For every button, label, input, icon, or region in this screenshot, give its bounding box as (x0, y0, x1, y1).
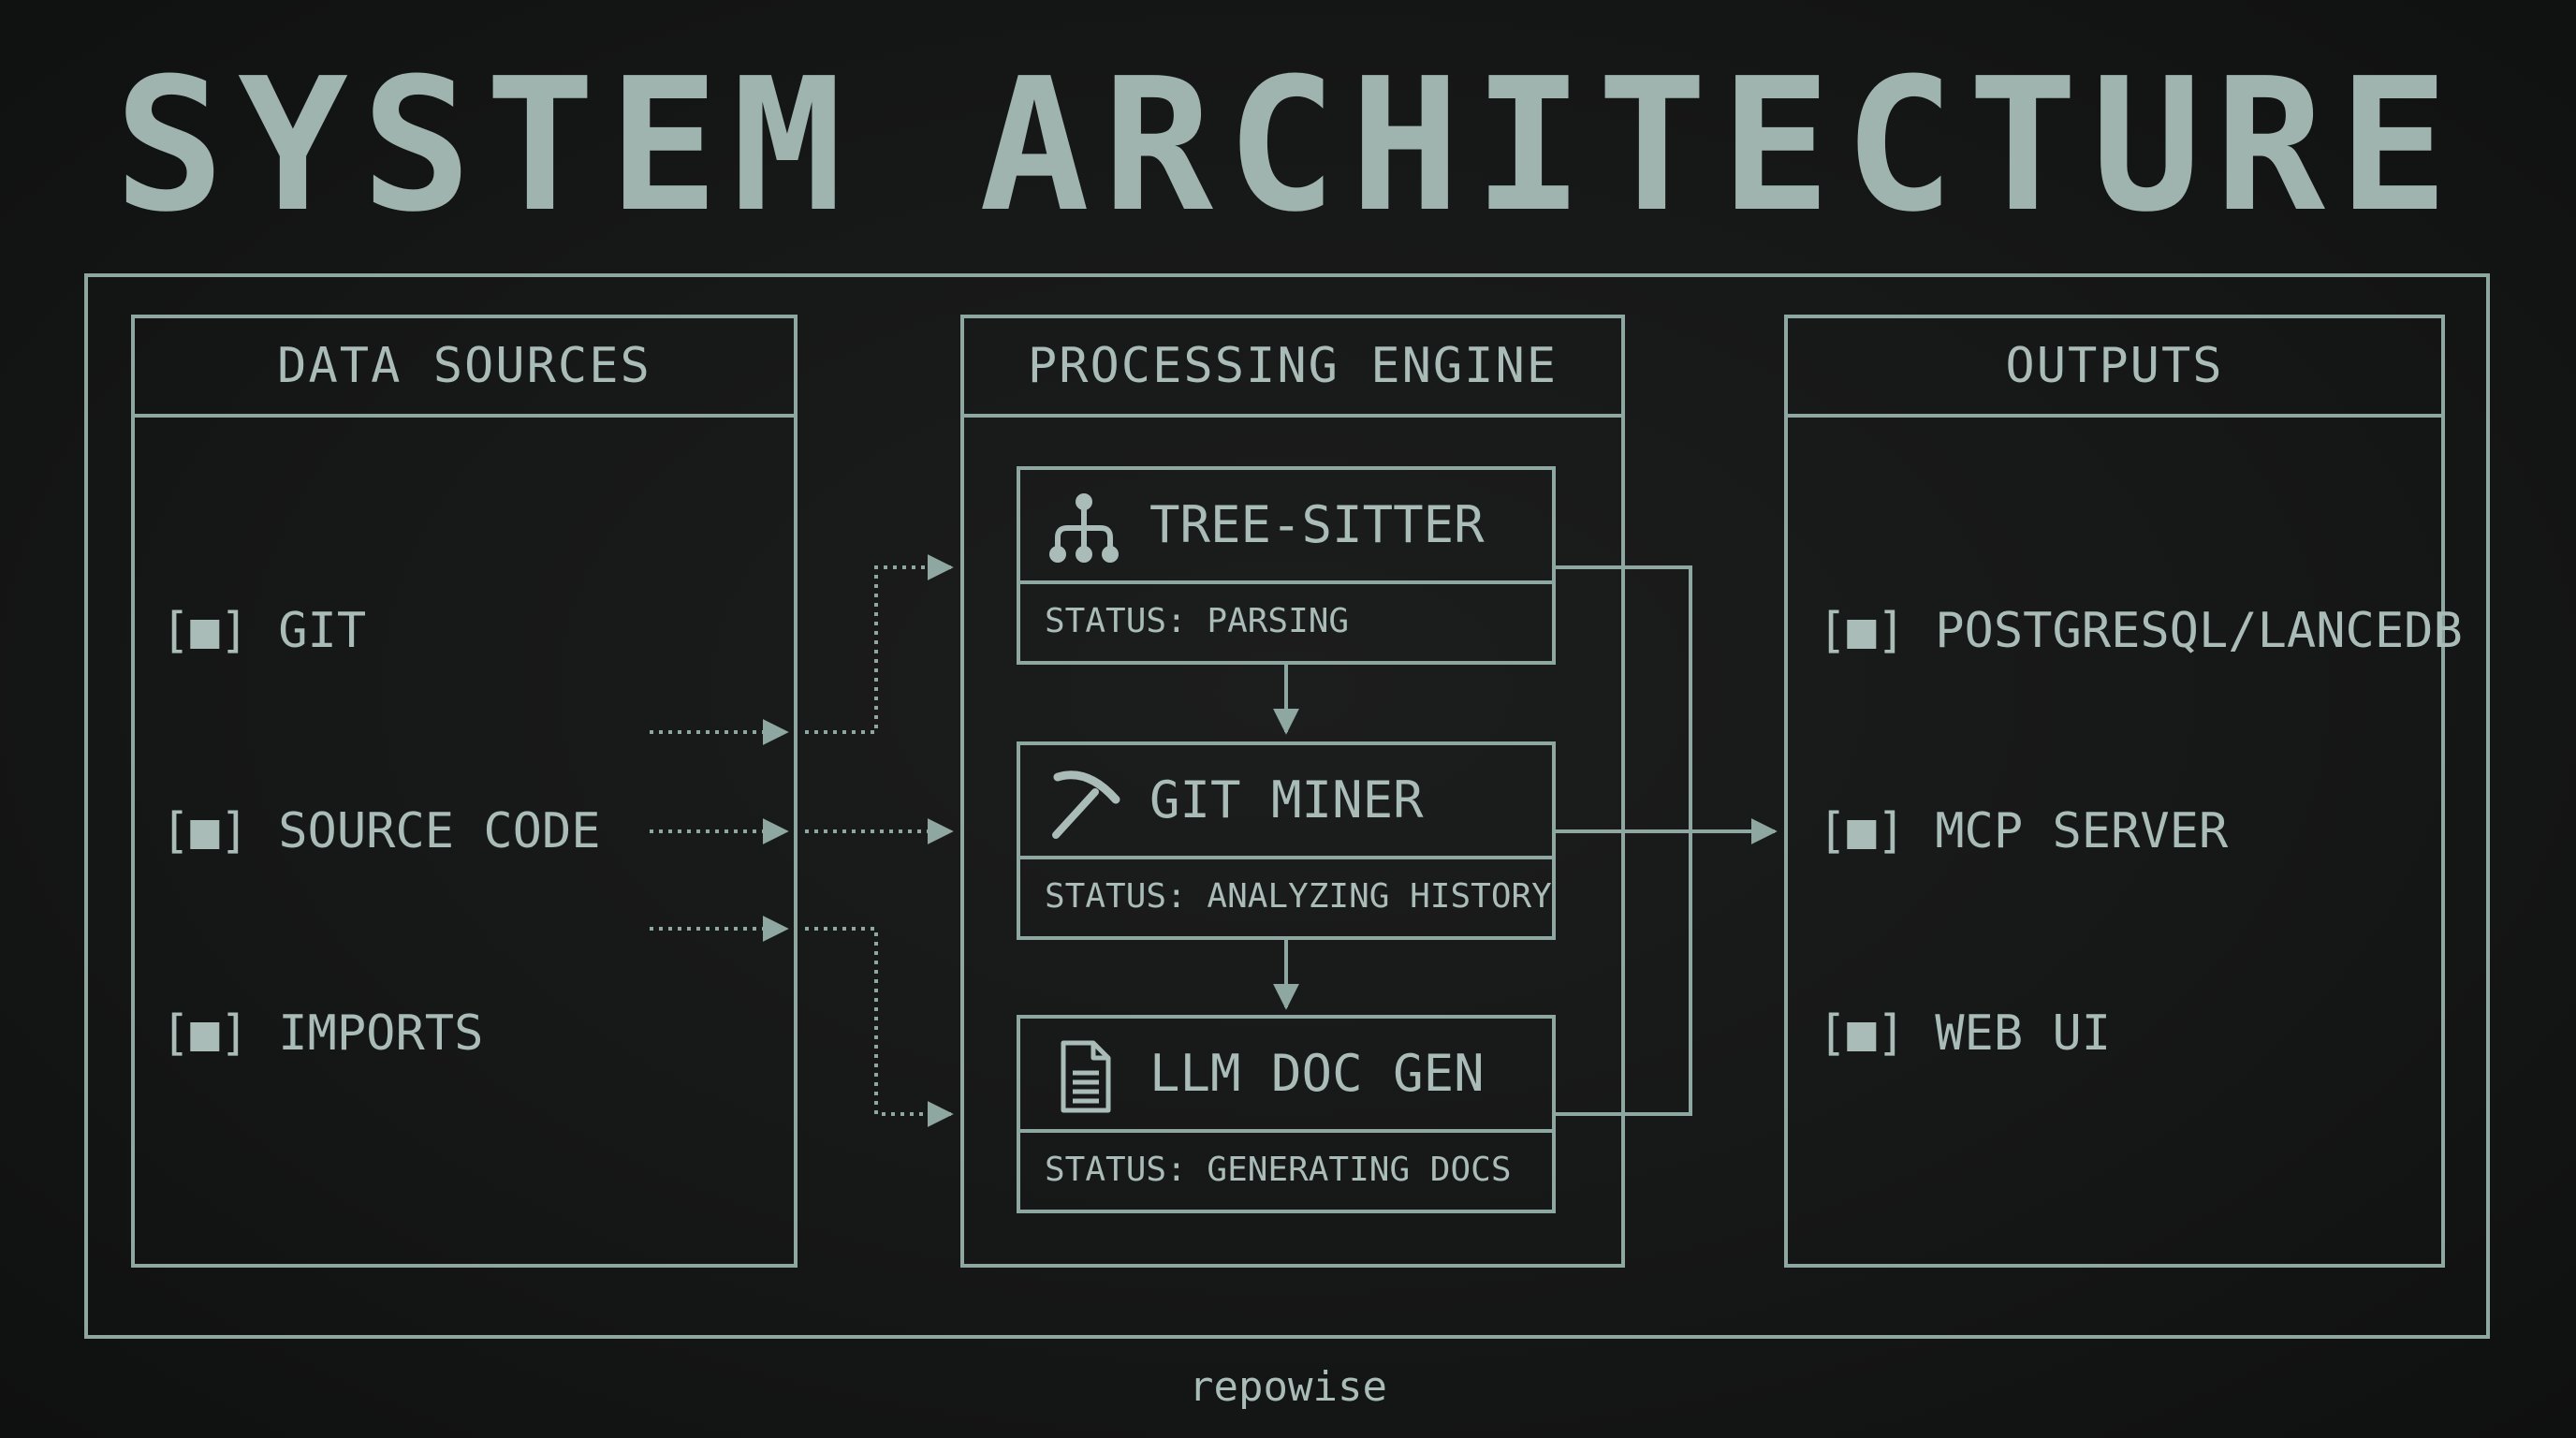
stage-status: STATUS: PARSING (1045, 602, 1350, 640)
stage-status: STATUS: GENERATING DOCS (1045, 1151, 1512, 1189)
stage-name: LLM DOC GEN (1149, 1044, 1485, 1103)
output-item-web-ui: [■] WEB UI (1818, 1005, 2112, 1062)
outputs-heading: OUTPUTS (1788, 318, 2441, 418)
stage-name: TREE-SITTER (1149, 495, 1485, 554)
source-item-git: [■] GIT (161, 603, 367, 659)
source-item-source-code: [■] SOURCE CODE (161, 803, 601, 859)
stage-git-miner: GIT MINER STATUS: ANALYZING HISTORY (1017, 741, 1556, 940)
source-item-imports: [■] IMPORTS (161, 1005, 484, 1062)
output-item-postgresql-lancedb: [■] POSTGRESQL/LANCEDB (1818, 603, 2463, 659)
tree-hierarchy-icon (1049, 493, 1119, 563)
pickaxe-icon (1052, 770, 1120, 839)
data-sources-heading: DATA SOURCES (135, 318, 794, 418)
data-sources-panel: DATA SOURCES (131, 315, 798, 1268)
document-icon (1061, 1040, 1111, 1113)
stage-status: STATUS: ANALYZING HISTORY (1045, 877, 1552, 916)
stage-name-row: TREE-SITTER (1020, 470, 1552, 584)
stage-name: GIT MINER (1149, 770, 1424, 829)
footer-brand: repowise (1189, 1363, 1387, 1411)
stage-llm-doc-gen: LLM DOC GEN STATUS: GENERATING DOCS (1017, 1015, 1556, 1213)
stage-tree-sitter: TREE-SITTER STATUS: PARSING (1017, 466, 1556, 665)
stage-name-row: LLM DOC GEN (1020, 1019, 1552, 1133)
diagram-frame (84, 273, 2490, 1339)
outputs-panel: OUTPUTS (1784, 315, 2445, 1268)
stage-name-row: GIT MINER (1020, 745, 1552, 859)
page-title: SYSTEM ARCHITECTURE (113, 39, 2463, 253)
output-item-mcp-server: [■] MCP SERVER (1818, 803, 2229, 859)
processing-engine-heading: PROCESSING ENGINE (964, 318, 1621, 418)
